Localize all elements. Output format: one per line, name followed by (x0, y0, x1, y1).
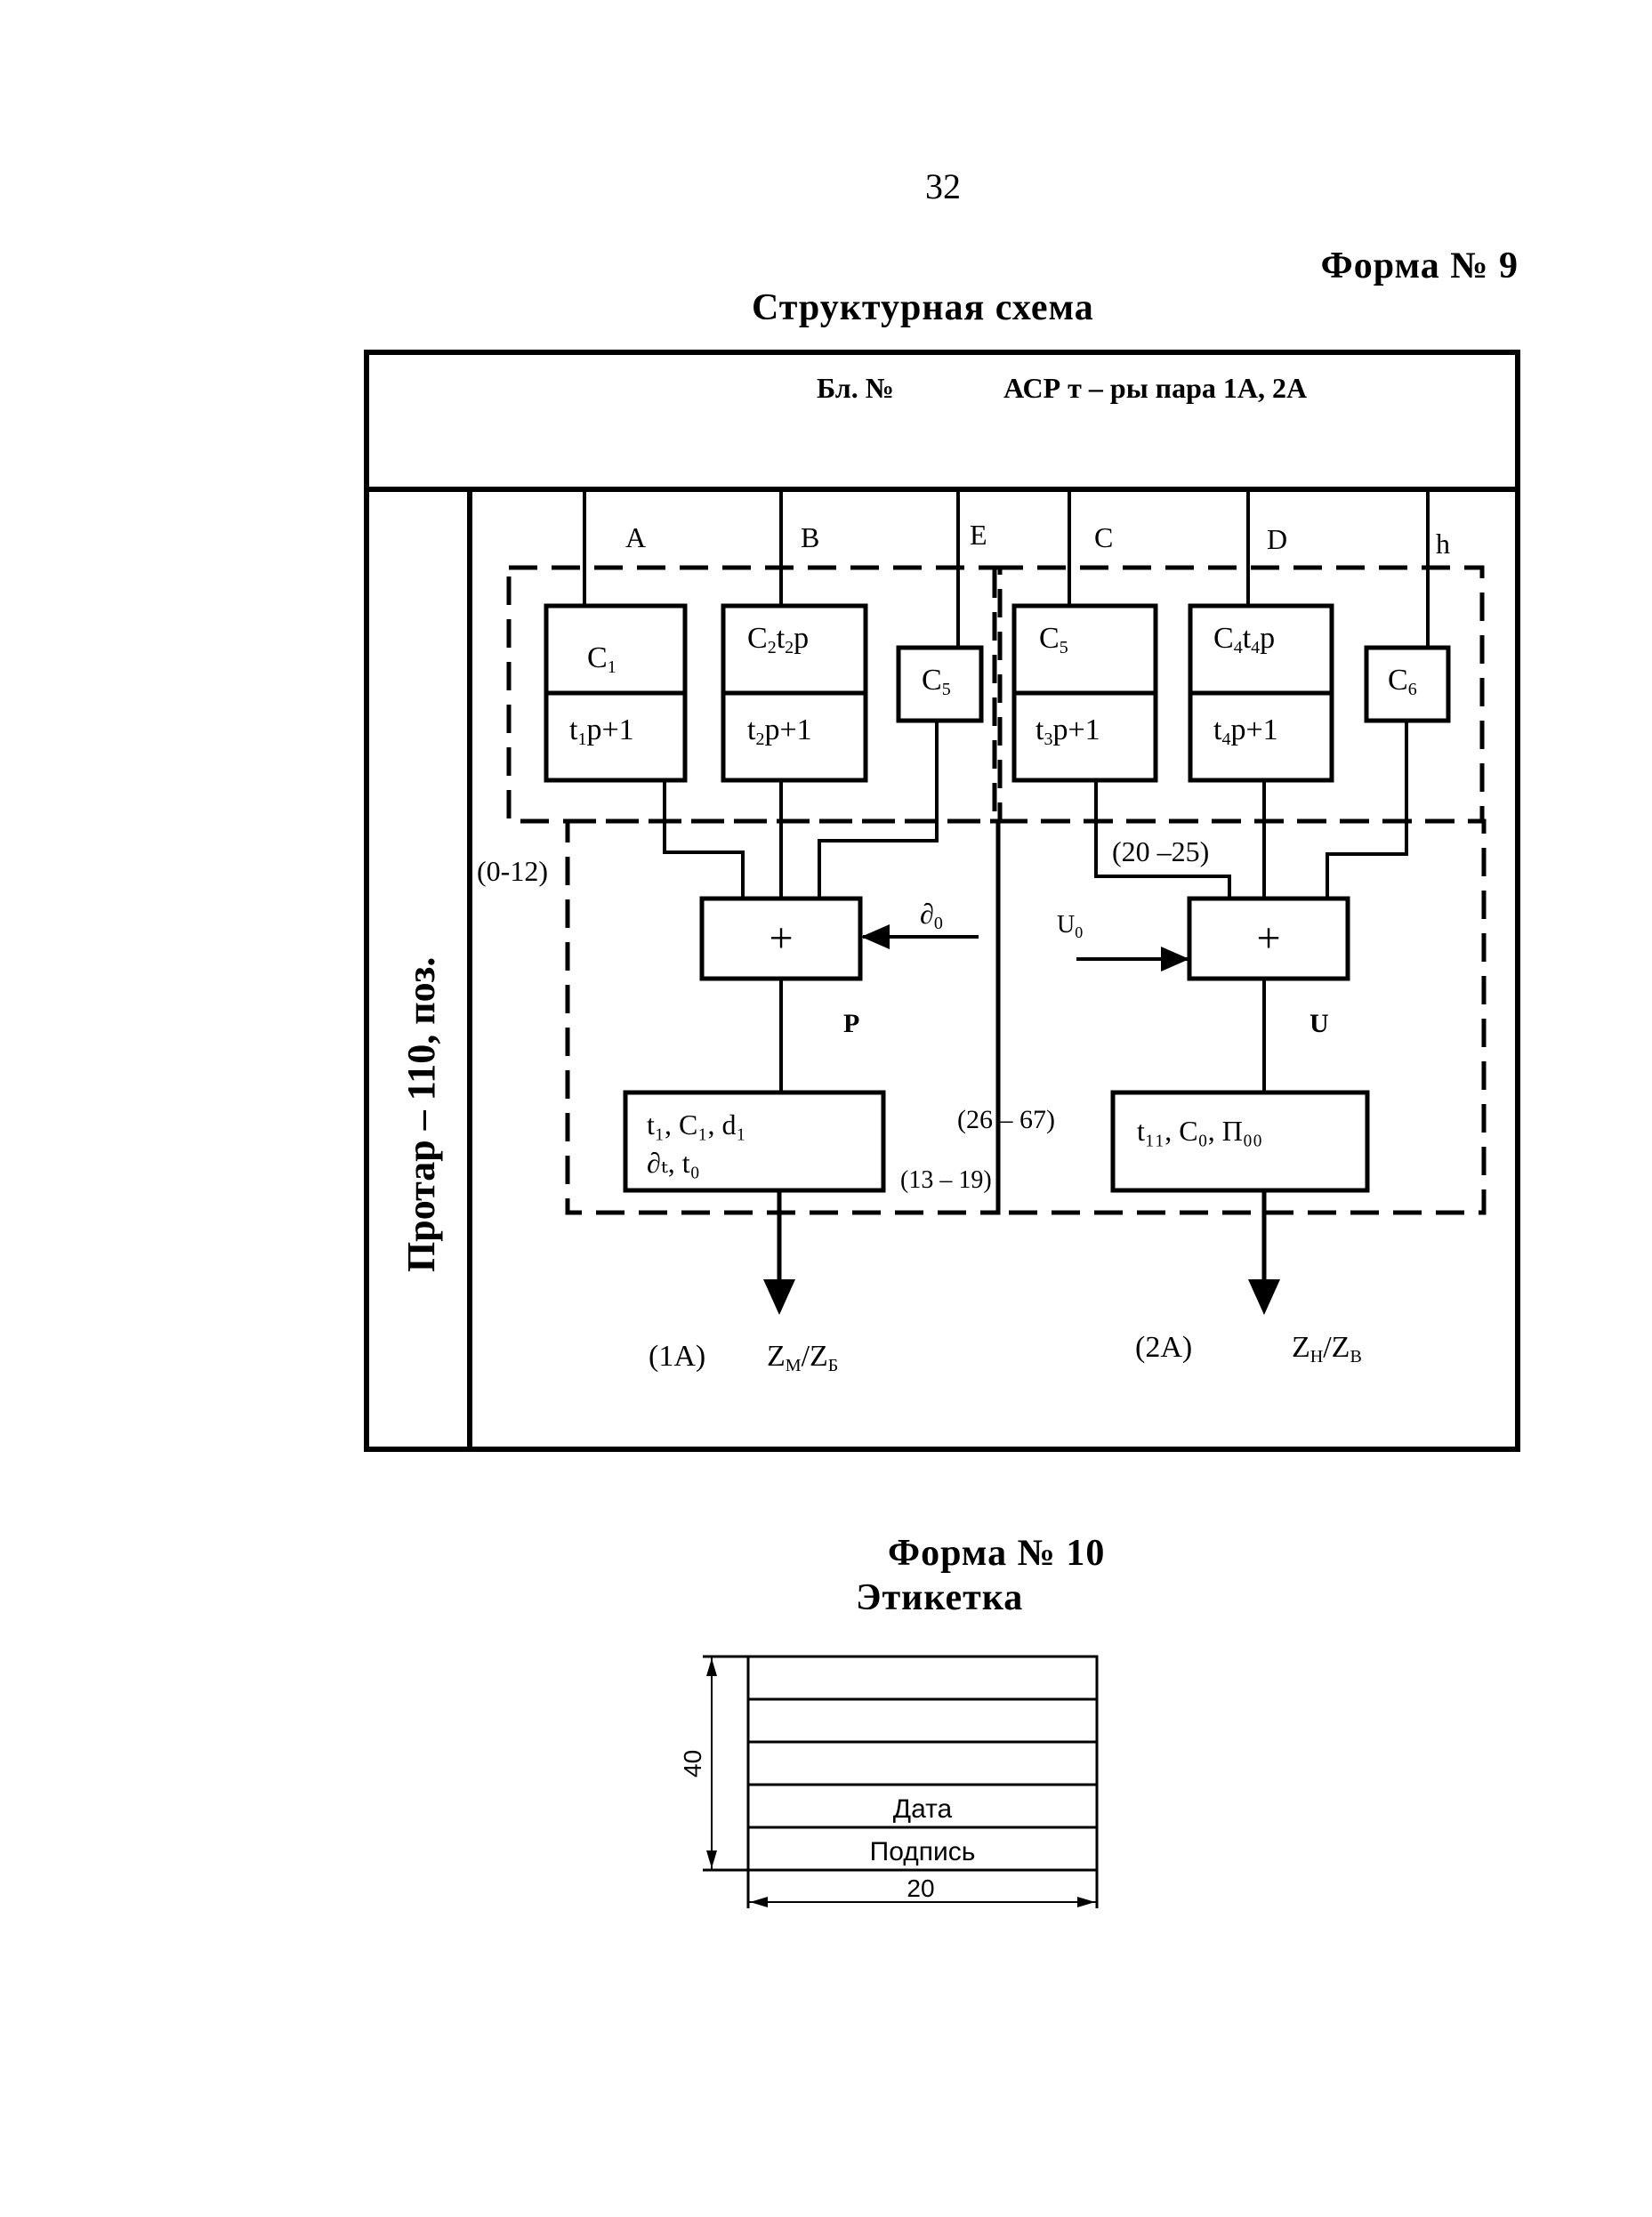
structural-scheme-title: Структурная схема (752, 287, 1094, 328)
page-number: 32 (925, 166, 961, 206)
block-c1-bottom: t1p+1 (569, 713, 634, 749)
input-c: C (1094, 521, 1113, 553)
side-label: Протар – 110, поз. (399, 957, 443, 1272)
delta0-label: ∂0 (920, 898, 943, 933)
block-c5-small (896, 645, 984, 723)
input-h: h (1436, 528, 1450, 560)
block-c1-top: C1 (587, 641, 616, 677)
connection-lines (663, 721, 1408, 1092)
input-lines (583, 489, 1430, 648)
output-1-z: ZМ/ZБ (767, 1340, 838, 1375)
range-26-67: (26 – 67) (957, 1105, 1055, 1134)
range-20-25: (20 –25) (1112, 835, 1209, 867)
dimension-height (706, 1657, 717, 1870)
summator-1-sign: + (769, 915, 793, 962)
block-c5-top: C5 (1039, 622, 1068, 657)
output-2-label: (2A) (1135, 1331, 1192, 1364)
input-d: D (1267, 523, 1287, 555)
block-t3p-bottom: t3p+1 (1036, 713, 1100, 749)
output-2-z: ZН/ZВ (1292, 1331, 1362, 1366)
range-0-12: (0-12) (477, 855, 548, 887)
summator-2-sign: + (1256, 915, 1280, 962)
form-9-title: Форма № 9 (1320, 246, 1519, 286)
u0-label: U0 (1057, 911, 1083, 941)
input-b: B (801, 521, 819, 553)
block-c6-text: C6 (1388, 664, 1417, 699)
output-arrowhead-1 (763, 1279, 795, 1315)
input-e: E (970, 519, 987, 551)
output-1-label: (1A) (649, 1340, 705, 1373)
label-height-dim: 40 (679, 1750, 706, 1778)
output-arrowhead-2 (1248, 1279, 1280, 1315)
header-title: АСР т – ры пара 1А, 2А (1003, 372, 1307, 404)
u-label: U (1310, 1009, 1329, 1038)
output-block-2 (1110, 1090, 1370, 1193)
input-a: A (625, 521, 646, 553)
output-block-1 (623, 1090, 886, 1193)
label-row-signature: Подпись (870, 1837, 976, 1866)
delta0-arrowhead (861, 924, 890, 949)
header-block-number: Бл. № (817, 372, 894, 404)
summator-2 (1187, 896, 1350, 981)
block-c5-small-text: C5 (922, 664, 951, 699)
block-t4p-bottom: t4p+1 (1213, 713, 1278, 749)
form-10-title: Форма № 10 (888, 1533, 1106, 1574)
block-c2t2p-bottom: t2p+1 (747, 713, 812, 749)
range-13-19: (13 – 19) (900, 1166, 992, 1194)
dimension-width (748, 1897, 1097, 1907)
u0-arrowhead (1161, 947, 1189, 971)
outer-frame (364, 350, 1520, 1452)
summator-1 (699, 896, 863, 981)
block-c4t4p-top: C4t4p (1213, 622, 1275, 657)
output-block-1-line2: ∂ₜ, t₀ (647, 1147, 700, 1179)
label-title: Этикетка (856, 1577, 1024, 1618)
p-label: P (843, 1009, 859, 1038)
output-block-1-line1: t₁, C₁, d₁ (647, 1108, 746, 1141)
label-row-date: Дата (893, 1794, 953, 1824)
label-width-dim: 20 (907, 1874, 934, 1902)
label-form (703, 1655, 1099, 1908)
block-c2t2p-top: C2t2p (747, 622, 809, 657)
output-block-2-text: t₁₁, C₀, П₀₀ (1137, 1115, 1262, 1147)
